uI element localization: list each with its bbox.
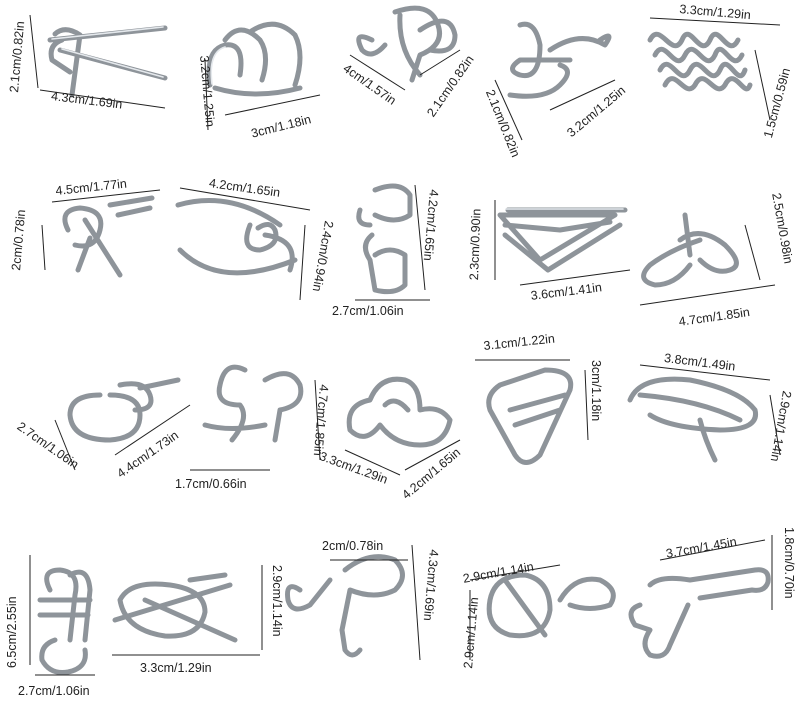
puzzle-8-width-label: 2.7cm/1.06in <box>332 304 404 318</box>
puzzle-17-wire <box>112 572 238 643</box>
puzzle-18-width-label: 2cm/0.78in <box>322 539 384 553</box>
puzzle-10-wire <box>641 212 739 288</box>
puzzle-4-wire <box>507 21 612 99</box>
puzzle-1-wire <box>47 25 168 98</box>
puzzle-13-wire <box>346 376 453 448</box>
dimension-lines <box>29 14 781 676</box>
puzzle-17-height-label: 2.9cm/1.14in <box>270 565 284 637</box>
puzzle-20-wire <box>628 567 771 659</box>
puzzle-15-wire <box>627 376 759 463</box>
puzzle-6-wire <box>62 195 155 278</box>
puzzle-16-wire <box>37 567 93 675</box>
puzzle-20-height-label: 1.8cm/0.70in <box>782 527 796 599</box>
puzzle-11-wire <box>67 377 181 443</box>
puzzle-8-wire <box>356 183 413 295</box>
puzzle-18-wire <box>285 554 405 658</box>
puzzle-17-width-label: 3.3cm/1.29in <box>140 661 212 675</box>
puzzle-14-wire <box>486 367 574 465</box>
puzzle-12-width-label: 1.7cm/0.66in <box>175 477 247 491</box>
puzzle-12-wire <box>202 364 304 443</box>
puzzle-16-height-label: 6.5cm/2.55in <box>5 596 19 668</box>
puzzle-16-width-label: 2.7cm/1.06in <box>18 684 90 698</box>
puzzle-3-wire <box>356 5 458 83</box>
puzzle-2-wire <box>206 21 303 97</box>
puzzle-9-wire <box>497 207 628 273</box>
puzzle-14-height-label: 3cm/1.18in <box>589 360 603 422</box>
puzzle-7-wire <box>175 198 298 276</box>
puzzle-5-spring <box>647 31 753 92</box>
puzzle-9-height-label: 2.3cm/0.90in <box>467 208 484 281</box>
puzzle-19-wire <box>486 572 616 639</box>
